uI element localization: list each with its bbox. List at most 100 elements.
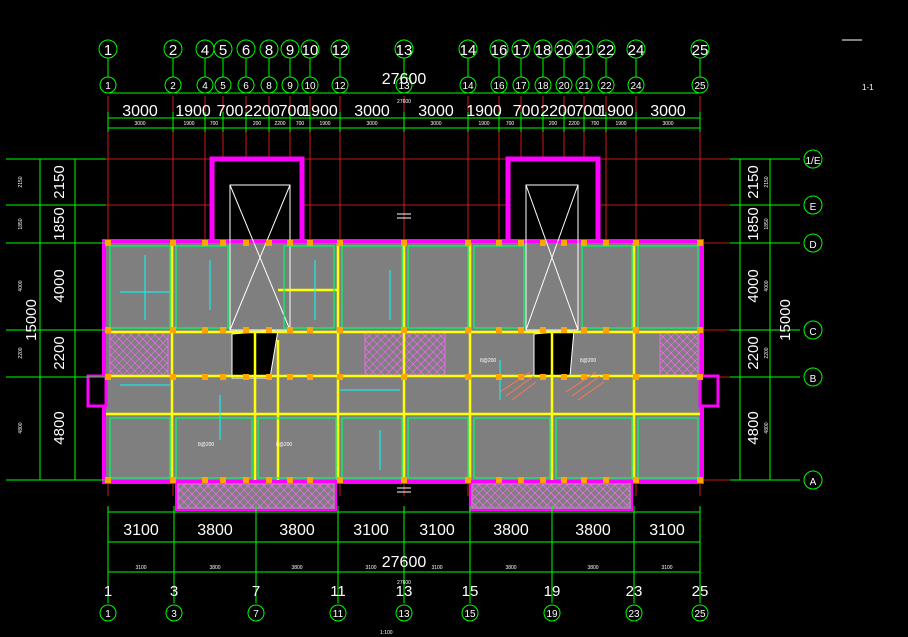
hatchb-4-112: [517, 483, 543, 509]
top-axis-label-13: 18: [535, 42, 552, 59]
bottom-bubble-label-4: 13: [398, 609, 410, 620]
hatchb-4-120: [509, 483, 535, 509]
column-9-2: [401, 374, 407, 380]
hatch-3-120: [273, 483, 299, 509]
hatchb-2-32: [665, 331, 699, 365]
hatch-0-48: [113, 331, 159, 377]
top-bubble-label-11: 16: [493, 81, 505, 92]
top-axis-circle-11: [489, 39, 509, 59]
bottom-axis-label-3: 11: [330, 583, 346, 600]
column-15-2: [581, 374, 587, 380]
top-bubble-circle-13: [534, 76, 552, 94]
column-0-0: [105, 240, 111, 246]
hatchb-2-24: [673, 331, 699, 357]
column-9-3: [401, 477, 407, 483]
note-3: 8@200: [480, 358, 496, 364]
bottom-bubble-label-8: 25: [694, 609, 706, 620]
top-bubble-circle-17: [627, 76, 645, 94]
column-6-2: [287, 374, 293, 380]
column-0-2: [105, 374, 111, 380]
hatch-2-72: [687, 365, 699, 377]
right-dim-small-2: 4000: [764, 280, 770, 291]
hatchb-4-136: [493, 483, 519, 509]
column-6-1: [287, 327, 293, 333]
note-4: 8@200: [580, 358, 596, 364]
column-10-0: [465, 240, 471, 246]
stair-flights: [499, 371, 605, 401]
right-row-circle-3: [803, 320, 823, 340]
top-dim-small-15: 3000: [662, 121, 673, 127]
bottom-bubble-circle-3: [329, 604, 347, 622]
top-axis-circle-16: [596, 39, 616, 59]
left-dim-0: 2150: [51, 165, 68, 198]
building-plan: 8@200 8@200 8@200 8@200: [86, 156, 720, 511]
top-axis-circle-6: [280, 39, 300, 59]
top-bubble-circle-7: [301, 76, 319, 94]
hatch-1-48: [368, 331, 414, 377]
column-2-3: [202, 477, 208, 483]
bottom-dim-1: 3800: [197, 522, 233, 539]
top-axis-circle-5: [259, 39, 279, 59]
top-dim-small-2: 700: [210, 121, 219, 127]
bottom-bubble-label-1: 3: [171, 609, 177, 620]
top-axis-label-5: 8: [265, 42, 273, 59]
column-8-1: [337, 327, 343, 333]
column-2-2: [202, 374, 208, 380]
hatch-0-40: [109, 331, 151, 373]
hatchb-1-88: [364, 339, 402, 377]
hatchb-4-144: [485, 483, 511, 509]
bottom-bubble-label-0: 1: [105, 609, 111, 620]
hatch-3-144: [297, 483, 323, 509]
top-dim-small-14: 1900: [615, 121, 626, 127]
hatch-1-88: [408, 339, 446, 377]
slab-stair-right: [508, 159, 598, 243]
column-0-1: [105, 327, 111, 333]
hatch-4-112: [559, 483, 585, 509]
hatchb-3-88: [245, 483, 271, 509]
top-axis-circle-7: [300, 39, 320, 59]
top-axis-label-8: 12: [332, 42, 349, 59]
top-dim-small-13: 700: [591, 121, 600, 127]
column-5-0: [266, 240, 272, 246]
top-axis-label-2: 4: [201, 42, 209, 59]
hatchb-3-104: [229, 483, 255, 509]
hatch-2-56: [671, 349, 699, 377]
column-5-1: [266, 327, 272, 333]
column-7-0: [307, 240, 313, 246]
top-bubble-label-18: 25: [694, 81, 706, 92]
top-bubble-label-3: 5: [220, 81, 226, 92]
top-axis-circle-8: [330, 39, 350, 59]
hatch-4-64: [511, 483, 537, 509]
column-3-3: [220, 477, 226, 483]
bottom-bubble-circle-0: [99, 604, 117, 622]
top-axis-label-15: 21: [576, 42, 593, 59]
top-bubble-circle-15: [575, 76, 593, 94]
column-14-1: [561, 327, 567, 333]
right-dim-1: 1850: [745, 207, 762, 240]
column-1-2: [170, 374, 176, 380]
top-axis-circle-17: [626, 39, 646, 59]
stair-cross-right: [525, 184, 579, 331]
hatch-3-128: [281, 483, 307, 509]
bottom-dim-small-5: 3800: [505, 565, 516, 571]
bottom-overall-dim: 27600: [382, 554, 427, 571]
bottom-axis-label-0: 1: [104, 583, 112, 600]
column-15-1: [581, 327, 587, 333]
bottom-dim-2: 3800: [279, 522, 315, 539]
column-17-3: [633, 477, 639, 483]
bottom-dim-small-1: 3800: [209, 565, 220, 571]
column-10-1: [465, 327, 471, 333]
hatchb-3-48: [285, 483, 311, 509]
hatch-4-176: [623, 501, 631, 509]
top-dim-small-4: 2200: [274, 121, 285, 127]
bottom-bubble-circle-2: [247, 604, 265, 622]
right-dim-small-4: 4800: [764, 422, 770, 433]
right-dim-4: 4800: [745, 411, 762, 444]
bottom-bubble-circle-1: [165, 604, 183, 622]
hatch-4-80: [527, 483, 553, 509]
bottom-bubble-circle-8: [691, 604, 709, 622]
top-bubble-label-17: 24: [630, 81, 642, 92]
column-6-3: [287, 477, 293, 483]
hatchb-4-40: [589, 483, 615, 509]
